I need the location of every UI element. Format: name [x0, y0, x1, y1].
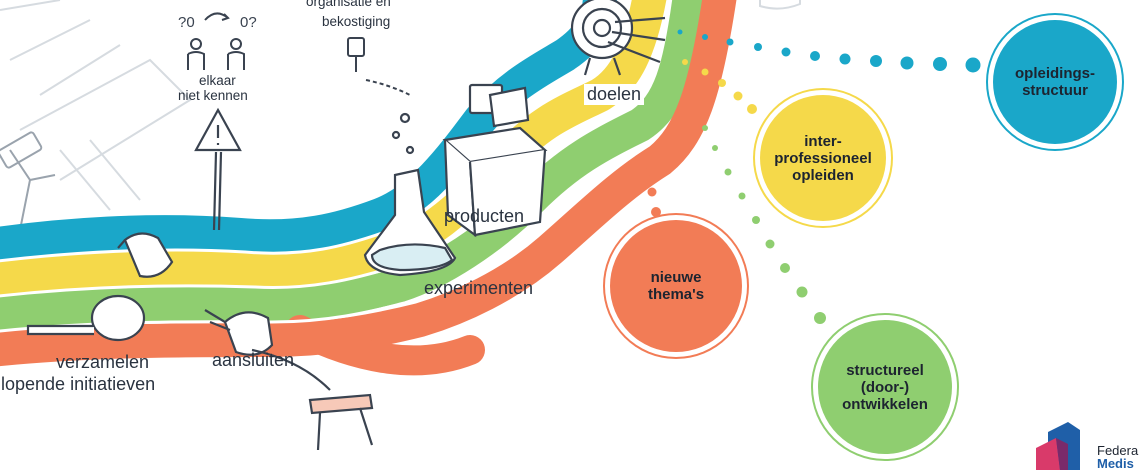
svg-text:?0: ?0	[178, 14, 195, 31]
label-experimenten: experimenten	[424, 278, 533, 299]
label-niet-kennen: niet kennen	[178, 88, 248, 103]
warning-sign-icon	[196, 110, 240, 230]
circle-structureel-ontwikkelen: structureel (door-) ontwikkelen	[818, 320, 952, 454]
money-sign-icon	[348, 38, 410, 95]
circle-nieuwe-themas: nieuwe thema's	[610, 220, 742, 352]
tower-icon	[0, 131, 55, 230]
circle-interprofessioneel-opleiden: inter- professioneel opleiden	[760, 95, 886, 221]
bench-icon	[310, 395, 372, 450]
label-aansluiten: aansluiten	[212, 350, 294, 371]
label-producten: producten	[444, 206, 524, 227]
svg-text:0?: 0?	[240, 14, 257, 31]
label-verzamelen: verzamelen	[56, 352, 149, 373]
logo-icon	[1036, 422, 1080, 470]
label-organisatie: organisatie en	[306, 0, 391, 9]
label-elkaar: elkaar	[199, 73, 236, 88]
label-doelen: doelen	[584, 84, 644, 105]
circle-opleidingsstructuur: opleidings- structuur	[993, 20, 1117, 144]
logo-line2: Medis	[1097, 457, 1134, 470]
label-lopende-initiatieven: lopende initiatieven	[1, 374, 155, 395]
label-bekostiging: bekostiging	[322, 14, 390, 29]
people-icon: ?0 0?	[178, 13, 257, 70]
